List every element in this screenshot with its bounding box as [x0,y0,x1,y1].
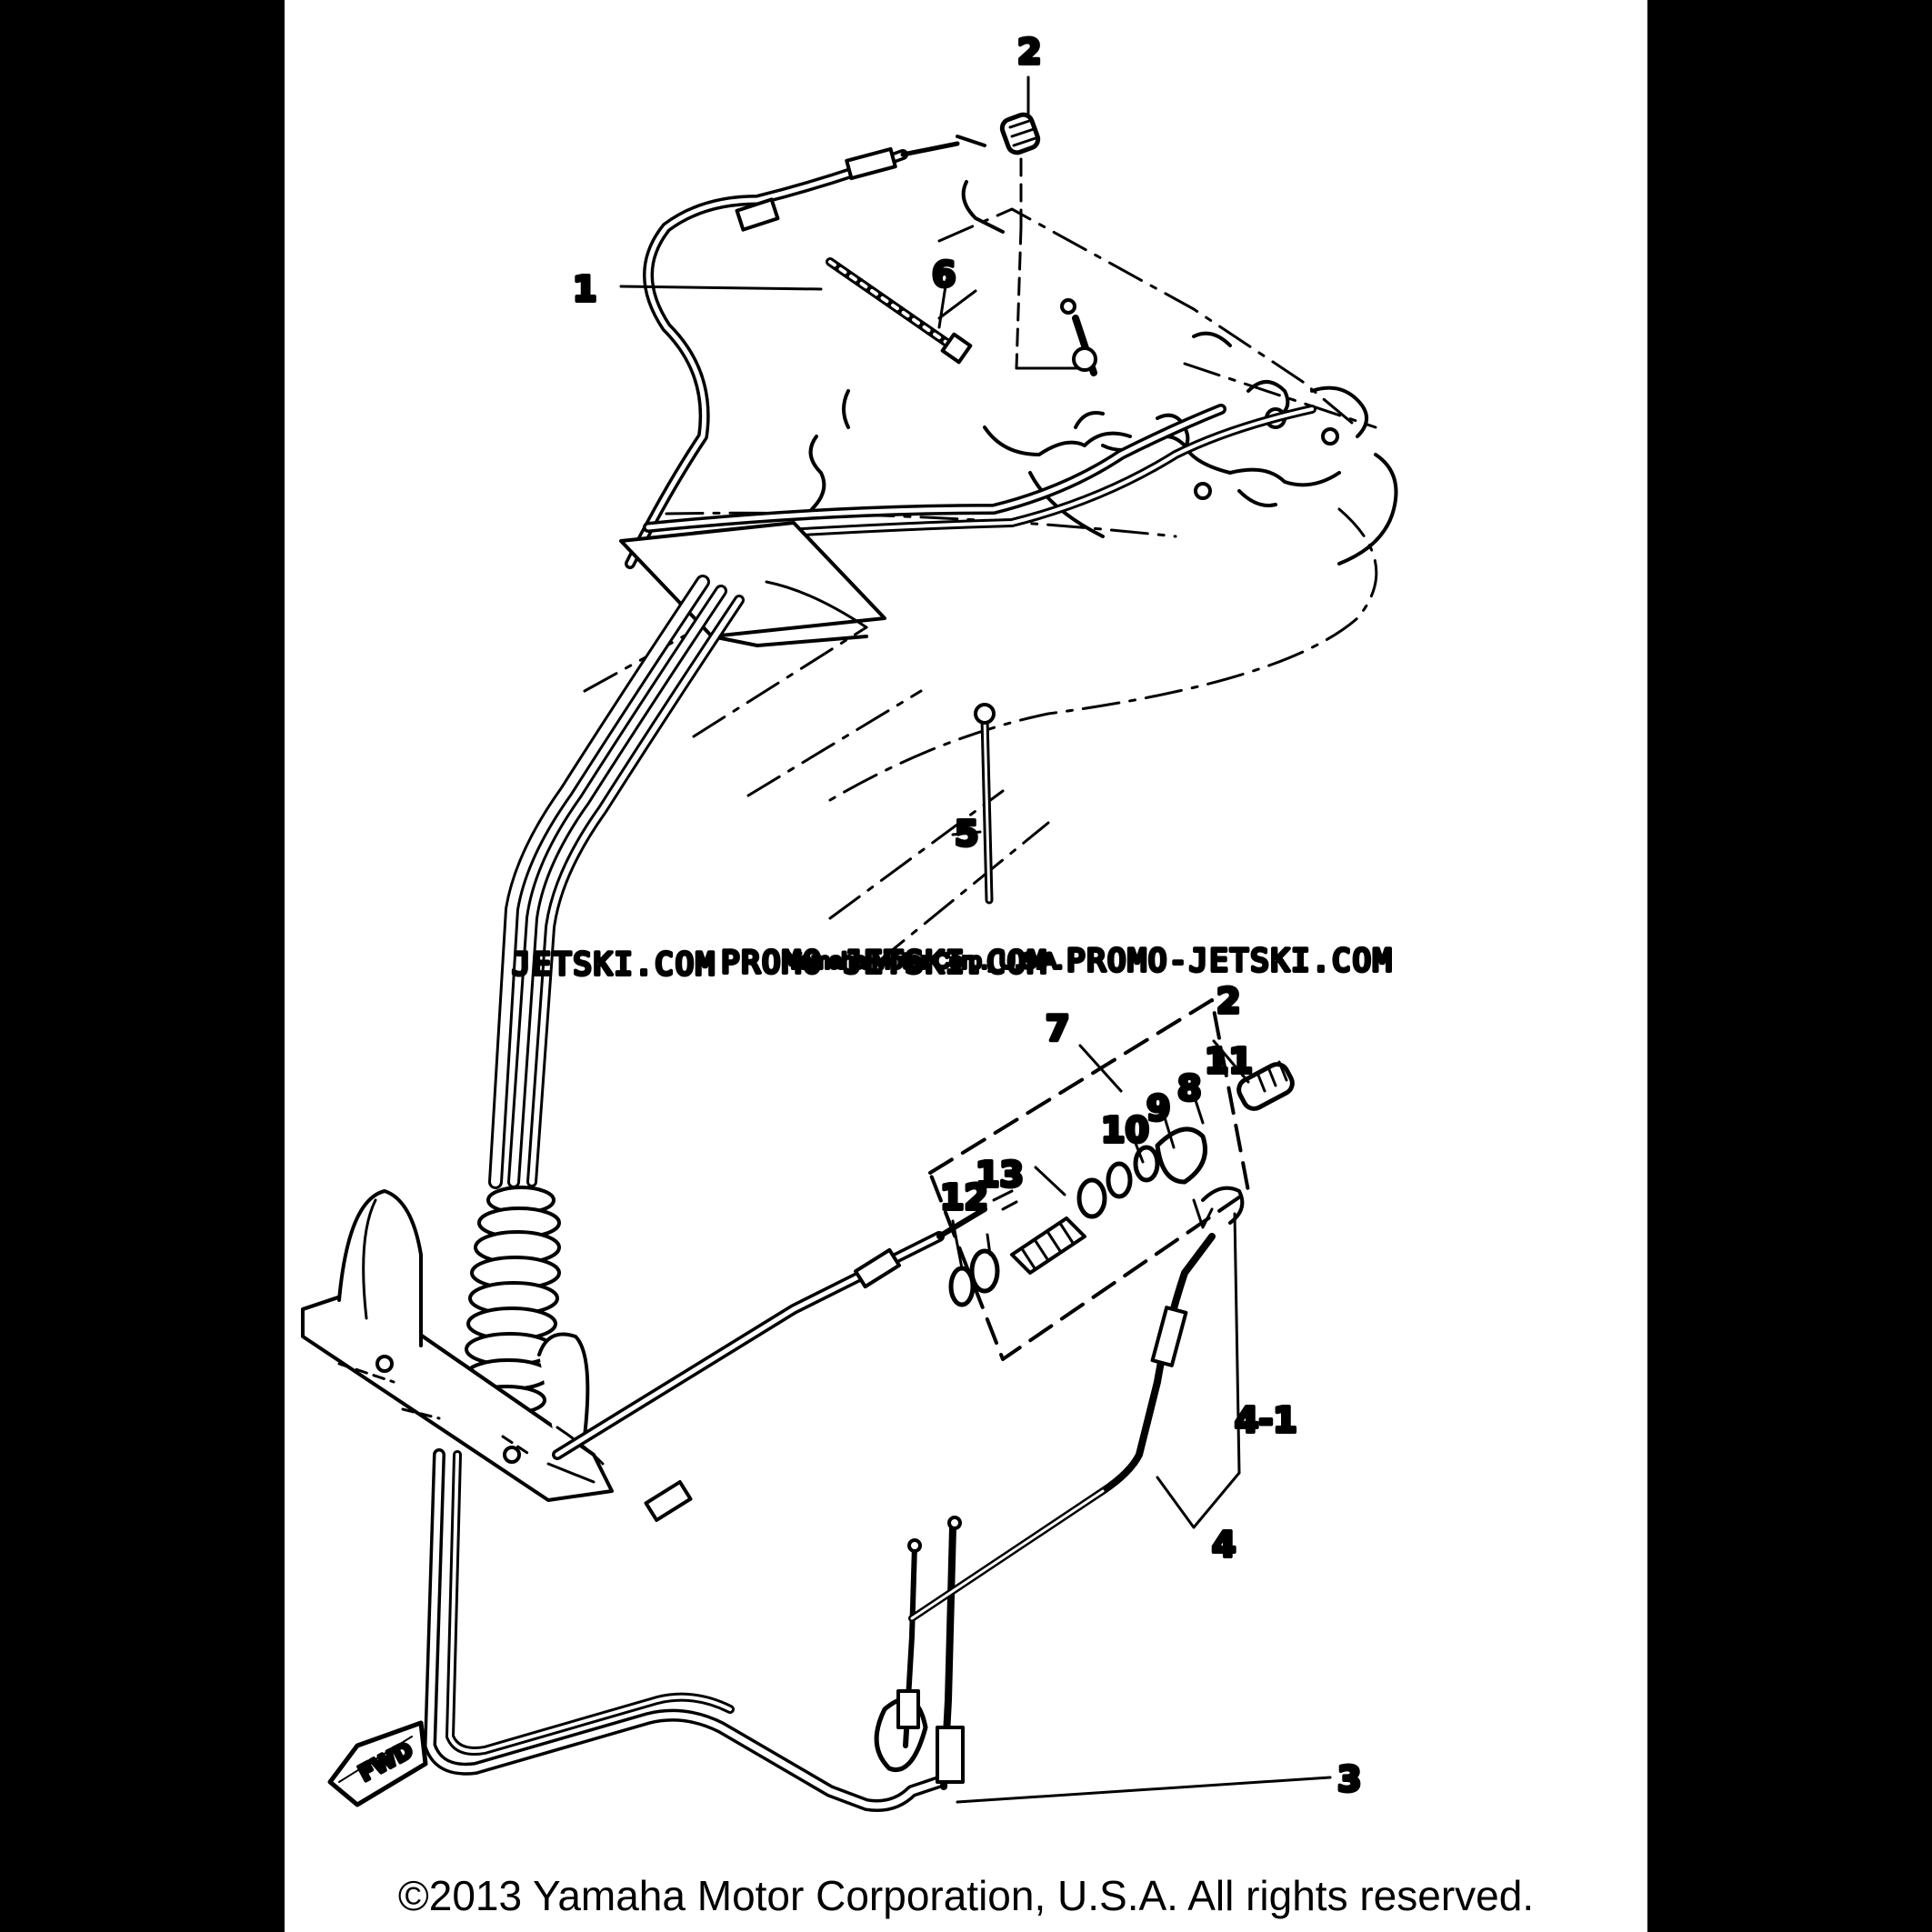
watermark-right: PROMO-JETSKI.COM [1066,943,1394,979]
lower-mount-plate [301,1189,614,1502]
parts-diagram: FWD 1 2 3 4 4-1 5 6 7 8 9 10 11 12 13 2 … [301,30,1398,1812]
part-7-kit-box [928,998,1250,1361]
upper-mount-plate [619,521,886,647]
watermark-overlay: Yamaha Motor Corp., U.S.A. [786,949,1063,974]
callout-1: 1 [573,269,596,309]
copyright-notice: ©2013 Yamaha Motor Corporation, U.S.A. A… [397,1872,1535,1919]
callout-9: 9 [1146,1088,1170,1128]
bracket-4 [1156,1212,1241,1529]
callout-2-right: 2 [1216,981,1240,1021]
cable-bundle-main [488,575,745,1189]
part-2-top-adjuster [999,112,1086,370]
fwd-arrow-icon [327,1720,428,1807]
callout-5: 5 [955,814,978,854]
part-5-rod [974,703,996,905]
cable-1 [625,135,986,569]
callout-13: 13 [976,1155,1024,1195]
callout-11: 11 [1205,1041,1253,1081]
cable-4 [552,1186,1245,1622]
steering-cables-upper [643,298,1316,546]
callout-7: 7 [1046,1008,1069,1048]
callout-4: 4 [1212,1525,1236,1565]
leader-lines [619,75,1332,1804]
callout-2-top: 2 [1017,32,1041,72]
callout-12: 12 [940,1177,988,1217]
watermark-left: JETSKI.COM [512,946,716,983]
callout-4-1: 4-1 [1235,1400,1297,1440]
diagram-sheet: FWD 1 2 3 4 4-1 5 6 7 8 9 10 11 12 13 2 … [285,0,1647,1932]
cable-3 [424,1448,965,1812]
part-2-right-adjuster [1236,1060,1295,1111]
part-7-components [948,1126,1207,1307]
watermark-middle: PROMO-JETSKI.COM [721,945,1048,981]
callout-3: 3 [1337,1759,1361,1799]
callout-10: 10 [1101,1110,1149,1150]
callout-8: 8 [1177,1068,1201,1108]
part-6-band [826,257,977,365]
callout-6: 6 [932,255,956,295]
